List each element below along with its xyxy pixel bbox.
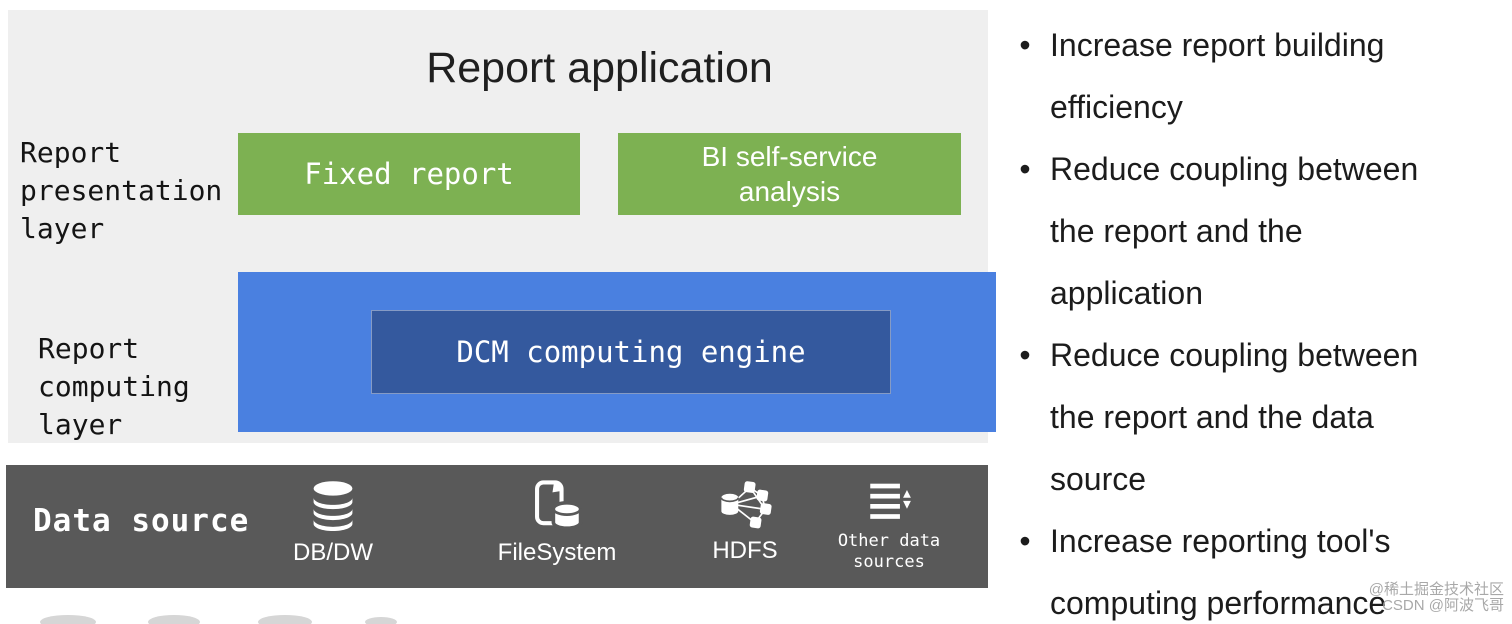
data-source-bar: Data source DB/DW FileSystem [6,465,988,588]
file-database-icon [535,480,583,531]
benefit-text: Increase reporting tool's computing perf… [1050,523,1391,621]
list-item: • Reduce coupling between the report and… [1000,324,1512,510]
bi-self-service-box: BI self-service analysis [618,133,961,215]
bullet-icon: • [1019,151,1031,187]
fixed-report-box: Fixed report [238,133,580,215]
data-source-item-filesystem: FileSystem [487,465,627,600]
computing-layer-box: DCM computing engine [238,272,996,432]
data-source-item-label: FileSystem [497,539,617,566]
faded-partial-icon [40,615,96,624]
bullet-icon: • [1019,337,1031,373]
fixed-report-label: Fixed report [304,157,514,191]
computing-layer-label: Report computing layer [38,332,190,441]
benefits-list: • Increase report building efficiency • … [1000,0,1512,624]
data-source-item-hdfs: HDFS [695,465,795,602]
list-item: • Increase reporting tool's computing pe… [1000,510,1512,624]
data-source-item-label: HDFS [712,537,778,564]
report-application-panel: Report application Report presentation l… [8,10,996,443]
dcm-engine-label: DCM computing engine [456,335,806,369]
faded-partial-icon [258,615,312,624]
bi-self-service-label: BI self-service analysis [701,141,878,207]
benefit-text: Increase report building efficiency [1050,27,1385,125]
list-item: • Reduce coupling between the report and… [1000,138,1512,324]
data-source-label: Data source [33,503,250,539]
bullet-icon: • [1019,27,1031,63]
bullet-icon: • [1019,523,1031,559]
data-source-item-label: DB/DW [293,539,373,566]
data-source-item-label: Other data sources [837,531,941,572]
data-source-item-dbdw: DB/DW [293,465,373,602]
faded-partial-icon [365,617,397,624]
diagram-title: Report application [426,44,773,92]
data-source-item-other: Other data sources [814,465,964,602]
faded-partial-icon [148,615,200,624]
list-item: • Increase report building efficiency [1000,14,1512,138]
benefit-text: Reduce coupling between the report and t… [1050,151,1419,311]
database-icon [313,481,353,532]
benefit-text: Reduce coupling between the report and t… [1050,337,1419,497]
dcm-engine-box: DCM computing engine [371,310,891,394]
presentation-layer-label: Report presentation layer [20,136,223,245]
list-sort-icon [870,483,911,519]
cluster-icon [720,481,772,529]
